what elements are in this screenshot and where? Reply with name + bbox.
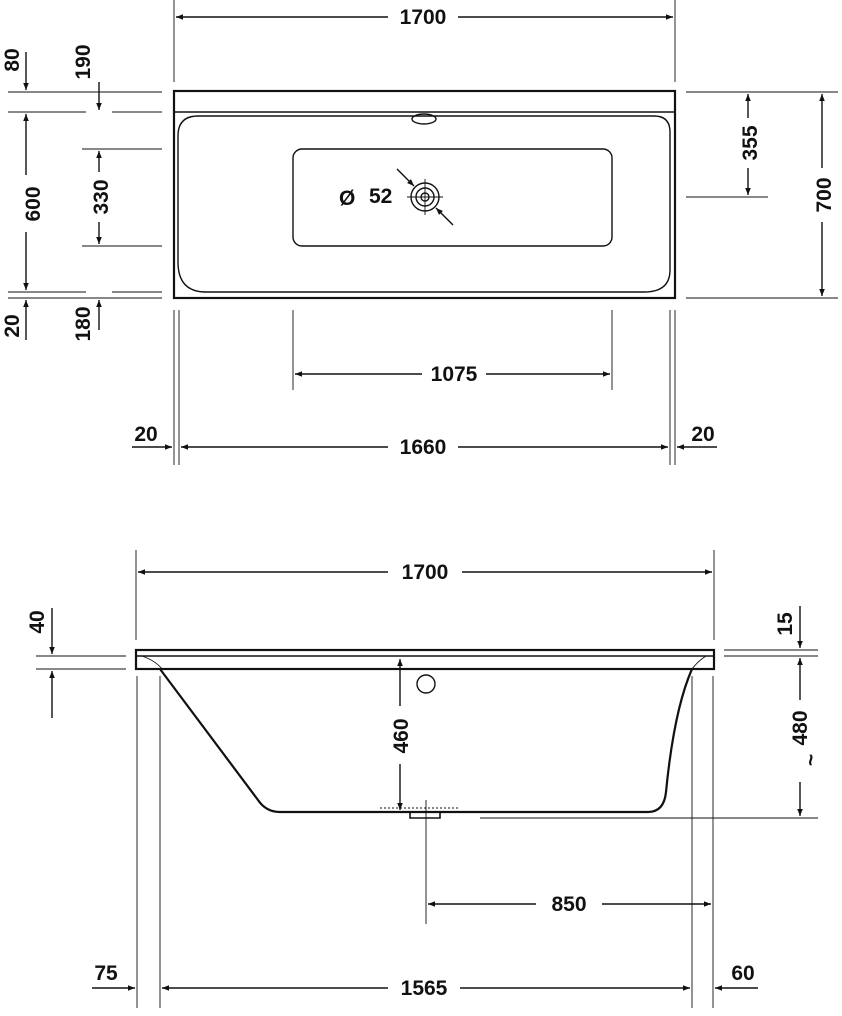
left-wall-offset-label: 190 [72, 44, 95, 79]
foot-right-label: 60 [731, 962, 754, 985]
side-overflow-icon [416, 674, 436, 694]
side-view: 1700 40 15 480 ~ 460 850 1565 [26, 550, 823, 1008]
top-inner-basin [177, 115, 671, 293]
top-flat-bottom [292, 148, 613, 247]
bottom-rim-label: 20 [1, 314, 24, 337]
rim-lip-label: 15 [774, 612, 797, 636]
approx-symbol: ~ [800, 754, 823, 766]
side-total-length-label: 1700 [402, 561, 449, 584]
foot-span-label: 1565 [401, 977, 448, 1000]
rim-left-label: 20 [134, 423, 157, 446]
inner-length-label: 1660 [400, 436, 447, 459]
top-view: Ø 52 1700 1075 1660 20 20 [1, 0, 838, 465]
side-drain-icon [409, 812, 441, 819]
drain-position-label: 355 [739, 125, 762, 160]
diameter-symbol: Ø [339, 187, 355, 210]
left-edge-offset-label: 80 [1, 48, 24, 71]
overflow-icon [411, 113, 437, 125]
flat-bottom-width-label: 330 [90, 179, 113, 214]
foot-left-label: 75 [94, 962, 118, 985]
drain-icon [396, 168, 454, 226]
top-tub-outline [172, 89, 677, 300]
depth-label: 460 [390, 718, 413, 753]
height-approx-label: 480 [789, 710, 812, 745]
rim-thickness-label: 40 [26, 610, 49, 633]
side-rim [134, 648, 716, 671]
rim-right-label: 20 [691, 423, 714, 446]
bottom-wall-offset-label: 180 [72, 306, 95, 341]
flat-bottom-length-label: 1075 [431, 363, 478, 386]
inner-width-label: 600 [22, 186, 45, 221]
drain-distance-label: 850 [551, 893, 586, 916]
total-width-label: 700 [813, 177, 836, 212]
drain-diameter-label: 52 [369, 185, 392, 208]
side-tub-shell [159, 668, 694, 814]
top-total-length-label: 1700 [400, 6, 447, 29]
